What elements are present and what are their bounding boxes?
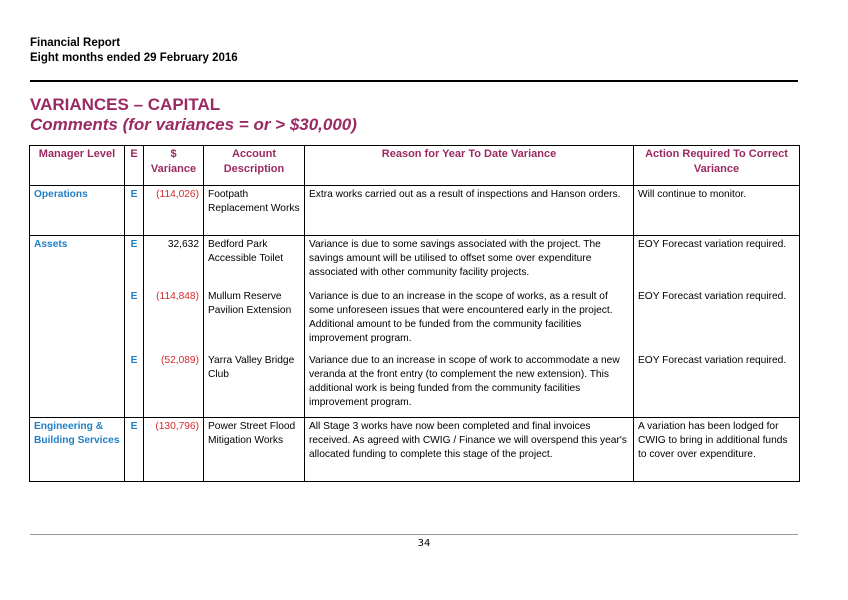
- section-title: VARIANCES – CAPITAL: [30, 95, 221, 114]
- row-e: E: [124, 185, 144, 236]
- row-variance: (114,848): [143, 287, 204, 352]
- col-reason: Reason for Year To Date Variance: [304, 145, 634, 186]
- footer-divider: [30, 534, 798, 535]
- row-manager: Operations: [29, 185, 125, 236]
- report-period: Eight months ended 29 February 2016: [30, 52, 238, 64]
- col-e: E: [124, 145, 144, 186]
- header-divider: [30, 80, 798, 82]
- table-header-row: Manager Level E $ Variance Account Descr…: [29, 145, 800, 186]
- row-reason: Variance is due to some savings associat…: [304, 235, 634, 288]
- row-description: Bedford Park Accessible Toilet: [203, 235, 305, 288]
- row-e: E: [124, 351, 144, 418]
- row-reason: Variance is due to an increase in the sc…: [304, 287, 634, 352]
- row-e: E: [124, 287, 144, 352]
- variance-table: Manager Level E $ Variance Account Descr…: [29, 145, 800, 482]
- col-variance: $ Variance: [143, 145, 204, 186]
- row-reason: Extra works carried out as a result of i…: [304, 185, 634, 236]
- table-row: Engineering & Building Services E (130,7…: [29, 417, 800, 482]
- col-action: Action Required To Correct Variance: [633, 145, 800, 186]
- row-description: Mullum Reserve Pavilion Extension: [203, 287, 305, 352]
- row-description: Footpath Replacement Works: [203, 185, 305, 236]
- row-manager: Engineering & Building Services: [29, 417, 125, 482]
- row-manager: [29, 351, 125, 418]
- row-action: A variation has been lodged for CWIG to …: [633, 417, 800, 482]
- table-row: Operations E (114,026) Footpath Replacem…: [29, 185, 800, 236]
- row-reason: All Stage 3 works have now been complete…: [304, 417, 634, 482]
- table-row: E (114,848) Mullum Reserve Pavilion Exte…: [29, 287, 800, 352]
- report-title: Financial Report: [30, 37, 121, 49]
- page-number: 34: [417, 538, 431, 549]
- section-subtitle: Comments (for variances = or > $30,000): [30, 115, 357, 134]
- row-action: EOY Forecast variation required.: [633, 235, 800, 288]
- row-description: Yarra Valley Bridge Club: [203, 351, 305, 418]
- row-manager: [29, 287, 125, 352]
- row-action: Will continue to monitor.: [633, 185, 800, 236]
- row-variance: 32,632: [143, 235, 204, 288]
- table-row: E (52,089) Yarra Valley Bridge Club Vari…: [29, 351, 800, 418]
- row-variance: (130,796): [143, 417, 204, 482]
- row-description: Power Street Flood Mitigation Works: [203, 417, 305, 482]
- row-action: EOY Forecast variation required.: [633, 287, 800, 352]
- col-manager-level: Manager Level: [29, 145, 125, 186]
- row-reason: Variance due to an increase in scope of …: [304, 351, 634, 418]
- row-variance: (52,089): [143, 351, 204, 418]
- row-action: EOY Forecast variation required.: [633, 351, 800, 418]
- table-row: Assets E 32,632 Bedford Park Accessible …: [29, 235, 800, 288]
- row-manager: Assets: [29, 235, 125, 288]
- row-e: E: [124, 235, 144, 288]
- col-account-description: Account Description: [203, 145, 305, 186]
- row-e: E: [124, 417, 144, 482]
- row-variance: (114,026): [143, 185, 204, 236]
